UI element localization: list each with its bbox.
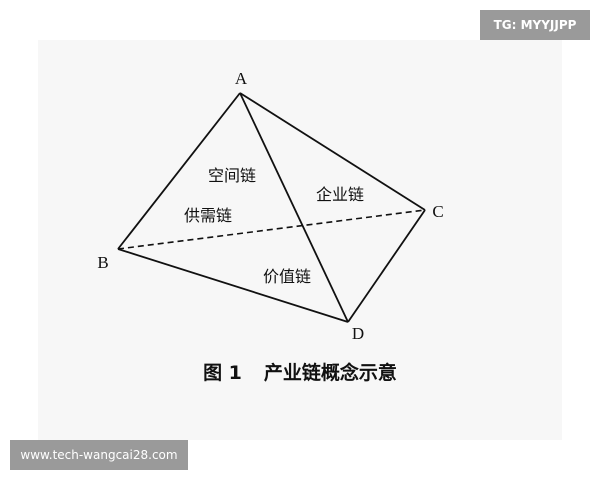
watermark-top-right: TG: MYYJJPP: [480, 10, 590, 40]
vertex-label-b: B: [97, 253, 108, 272]
face-label-value-chain: 价值链: [263, 267, 311, 286]
vertex-label-c: C: [432, 202, 443, 221]
figure-number: 图 1: [203, 362, 242, 384]
face-label-enterprise-chain: 企业链: [316, 185, 364, 204]
vertex-label-a: A: [235, 69, 248, 88]
edge-bc-dashed: [117, 209, 426, 250]
vertex-label-d: D: [352, 324, 364, 343]
watermark-bottom-left: www.tech-wangcai28.com: [10, 440, 188, 470]
edge-ac: [239, 92, 426, 211]
face-label-supply-demand-chain: 供需链: [184, 206, 232, 225]
face-label-space-chain: 空间链: [208, 166, 256, 185]
edge-ab: [117, 92, 241, 250]
edge-cd: [347, 209, 426, 323]
edge-ad: [239, 92, 349, 323]
edge-bd: [117, 248, 349, 323]
figure-title: 产业链概念示意: [263, 362, 397, 384]
figure-caption: 图 1 产业链概念示意: [0, 358, 600, 385]
